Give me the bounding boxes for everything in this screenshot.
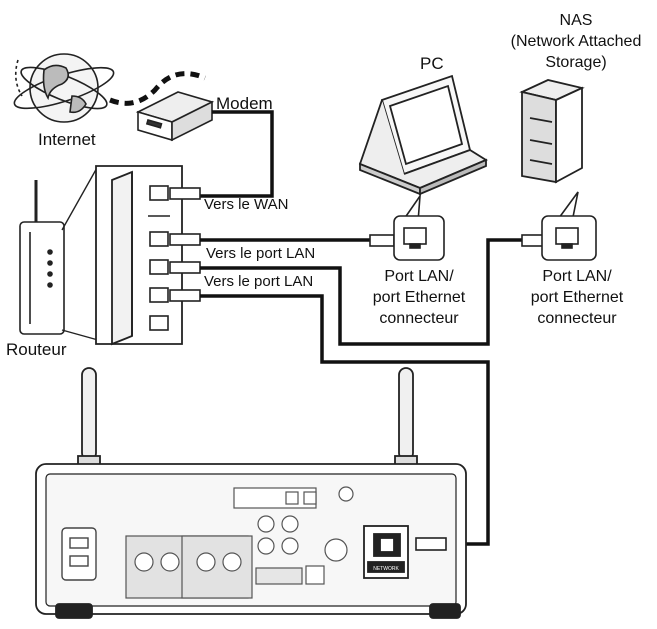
internet-link-dashed	[109, 71, 206, 106]
speaker-terminals	[125, 535, 253, 599]
device-network-port	[363, 525, 409, 579]
pc-port-label: Port LAN/ port Ethernet connecteur	[350, 266, 488, 329]
lan-port-2	[149, 259, 169, 275]
router-ports	[148, 185, 170, 331]
pc-port-label-line2: port Ethernet	[372, 289, 466, 306]
modem-label: Modem	[216, 94, 273, 113]
nas-label-line1: NAS	[559, 12, 593, 29]
pc-label: PC	[420, 54, 444, 73]
nas-tower-icon	[519, 79, 585, 184]
device-plug	[415, 537, 447, 551]
wan-cable	[200, 110, 274, 198]
to-lan-label-2: Vers le port LAN	[204, 273, 314, 290]
to-lan-label-1: Vers le port LAN	[206, 245, 316, 262]
zoom-lines	[61, 165, 99, 341]
device-antennas	[77, 367, 418, 471]
pc-port-label-line1: Port LAN/	[384, 268, 454, 285]
router-icon	[19, 180, 65, 335]
internet-globe-icon	[13, 53, 115, 123]
nas-label: NAS (Network Attached Storage)	[496, 10, 656, 73]
lan-port-3	[149, 287, 169, 303]
lan-port-1	[149, 231, 169, 247]
device-connectors	[233, 486, 354, 585]
wan-port	[149, 185, 169, 201]
pc-port-callout	[393, 193, 445, 261]
pc-port-label-line3: connecteur	[379, 310, 459, 327]
lan-port-4	[149, 315, 169, 331]
ethernet-badge: NETWORK	[373, 566, 399, 572]
nas-port-label-line3: connecteur	[537, 310, 617, 327]
nas-label-line3: Storage)	[545, 54, 607, 71]
nas-port-label-line2: port Ethernet	[530, 289, 624, 306]
modem-icon	[135, 91, 215, 142]
router-label: Routeur	[6, 340, 67, 359]
router-port-panel	[95, 165, 183, 346]
nas-port-callout	[541, 191, 597, 261]
pc-laptop-icon	[358, 74, 488, 196]
nas-port-label-line1: Port LAN/	[542, 268, 612, 285]
nas-cable	[200, 238, 524, 346]
device-cable	[200, 294, 490, 546]
internet-label: Internet	[38, 130, 96, 149]
nas-label-line2: (Network Attached	[510, 33, 642, 50]
nas-port-label: Port LAN/ port Ethernet connecteur	[508, 266, 646, 329]
power-inlet-icon	[61, 527, 97, 581]
to-wan-label: Vers le WAN	[204, 196, 289, 213]
